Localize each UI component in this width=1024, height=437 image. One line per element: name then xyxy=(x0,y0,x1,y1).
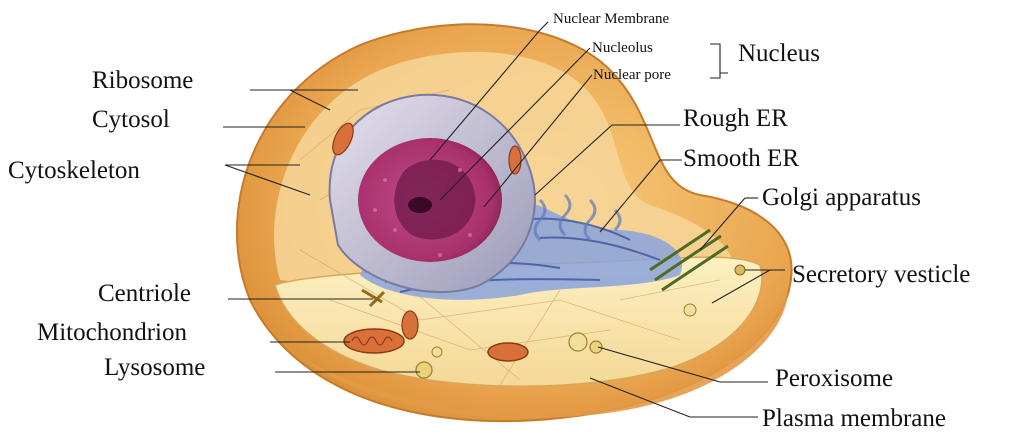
label-rough-er: Rough ER xyxy=(683,105,788,132)
label-plasma-membrane: Plasma membrane xyxy=(762,405,946,432)
label-cytoskeleton: Cytoskeleton xyxy=(8,157,140,184)
label-mitochondrion: Mitochondrion xyxy=(37,319,187,346)
label-nucleolus: Nucleolus xyxy=(592,40,653,56)
label-lysosome: Lysosome xyxy=(104,354,205,381)
label-nuclear-pore: Nuclear pore xyxy=(593,67,671,83)
label-nuclear-membrane: Nuclear Membrane xyxy=(553,11,670,27)
label-centriole: Centriole xyxy=(98,280,191,307)
label-peroxisome: Peroxisome xyxy=(775,365,893,392)
label-smooth-er: Smooth ER xyxy=(683,145,799,172)
label-secretory-vesticle: Secretory vesticle xyxy=(792,261,970,288)
label-ribosome: Ribosome xyxy=(92,67,193,94)
label-nucleus: Nucleus xyxy=(738,40,820,67)
label-golgi-apparatus: Golgi apparatus xyxy=(762,184,921,211)
label-cytosol: Cytosol xyxy=(92,106,170,133)
